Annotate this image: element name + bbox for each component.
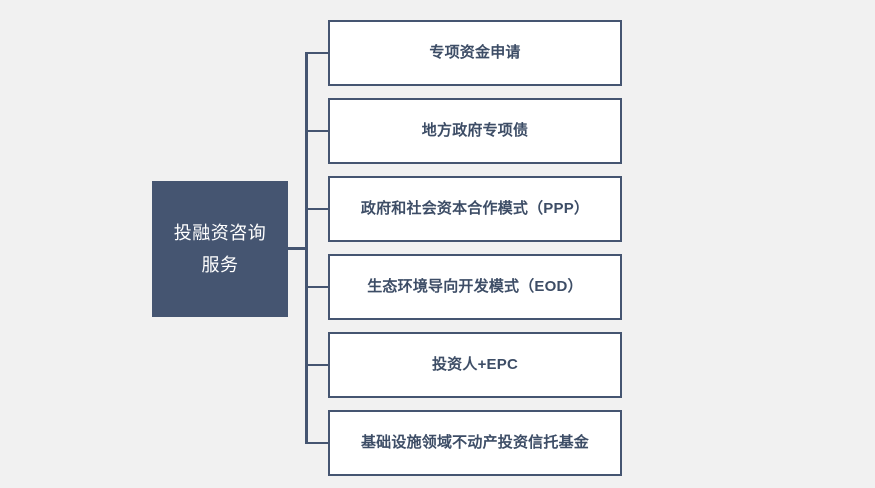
branch-node-2-label: 地方政府专项债 <box>421 122 529 139</box>
branch-node-1[interactable]: 专项资金申请 <box>328 20 622 86</box>
root-node[interactable]: 投融资咨询 服务 <box>152 181 288 317</box>
branch-node-3-label: 政府和社会资本合作模式（PPP） <box>360 200 590 217</box>
branch-node-5[interactable]: 投资人+EPC <box>328 332 622 398</box>
connector-stub-6 <box>305 442 329 444</box>
connector-stub-2 <box>305 130 329 132</box>
branch-node-3[interactable]: 政府和社会资本合作模式（PPP） <box>328 176 622 242</box>
branch-node-1-label: 专项资金申请 <box>429 44 521 61</box>
branch-node-4-label: 生态环境导向开发模式（EOD） <box>367 278 583 295</box>
connector-stub-3 <box>305 208 329 210</box>
branch-node-6[interactable]: 基础设施领域不动产投资信托基金 <box>328 410 622 476</box>
branch-node-5-label: 投资人+EPC <box>431 356 518 373</box>
branch-node-6-label: 基础设施领域不动产投资信托基金 <box>360 434 589 451</box>
connector-stub-4 <box>305 286 329 288</box>
root-node-label: 投融资咨询 服务 <box>173 223 267 275</box>
branch-node-4[interactable]: 生态环境导向开发模式（EOD） <box>328 254 622 320</box>
connector-stub-1 <box>305 52 329 54</box>
connector-stub-5 <box>305 364 329 366</box>
connector-trunk <box>305 52 308 444</box>
connector-root-to-trunk <box>288 247 308 250</box>
branch-node-2[interactable]: 地方政府专项债 <box>328 98 622 164</box>
